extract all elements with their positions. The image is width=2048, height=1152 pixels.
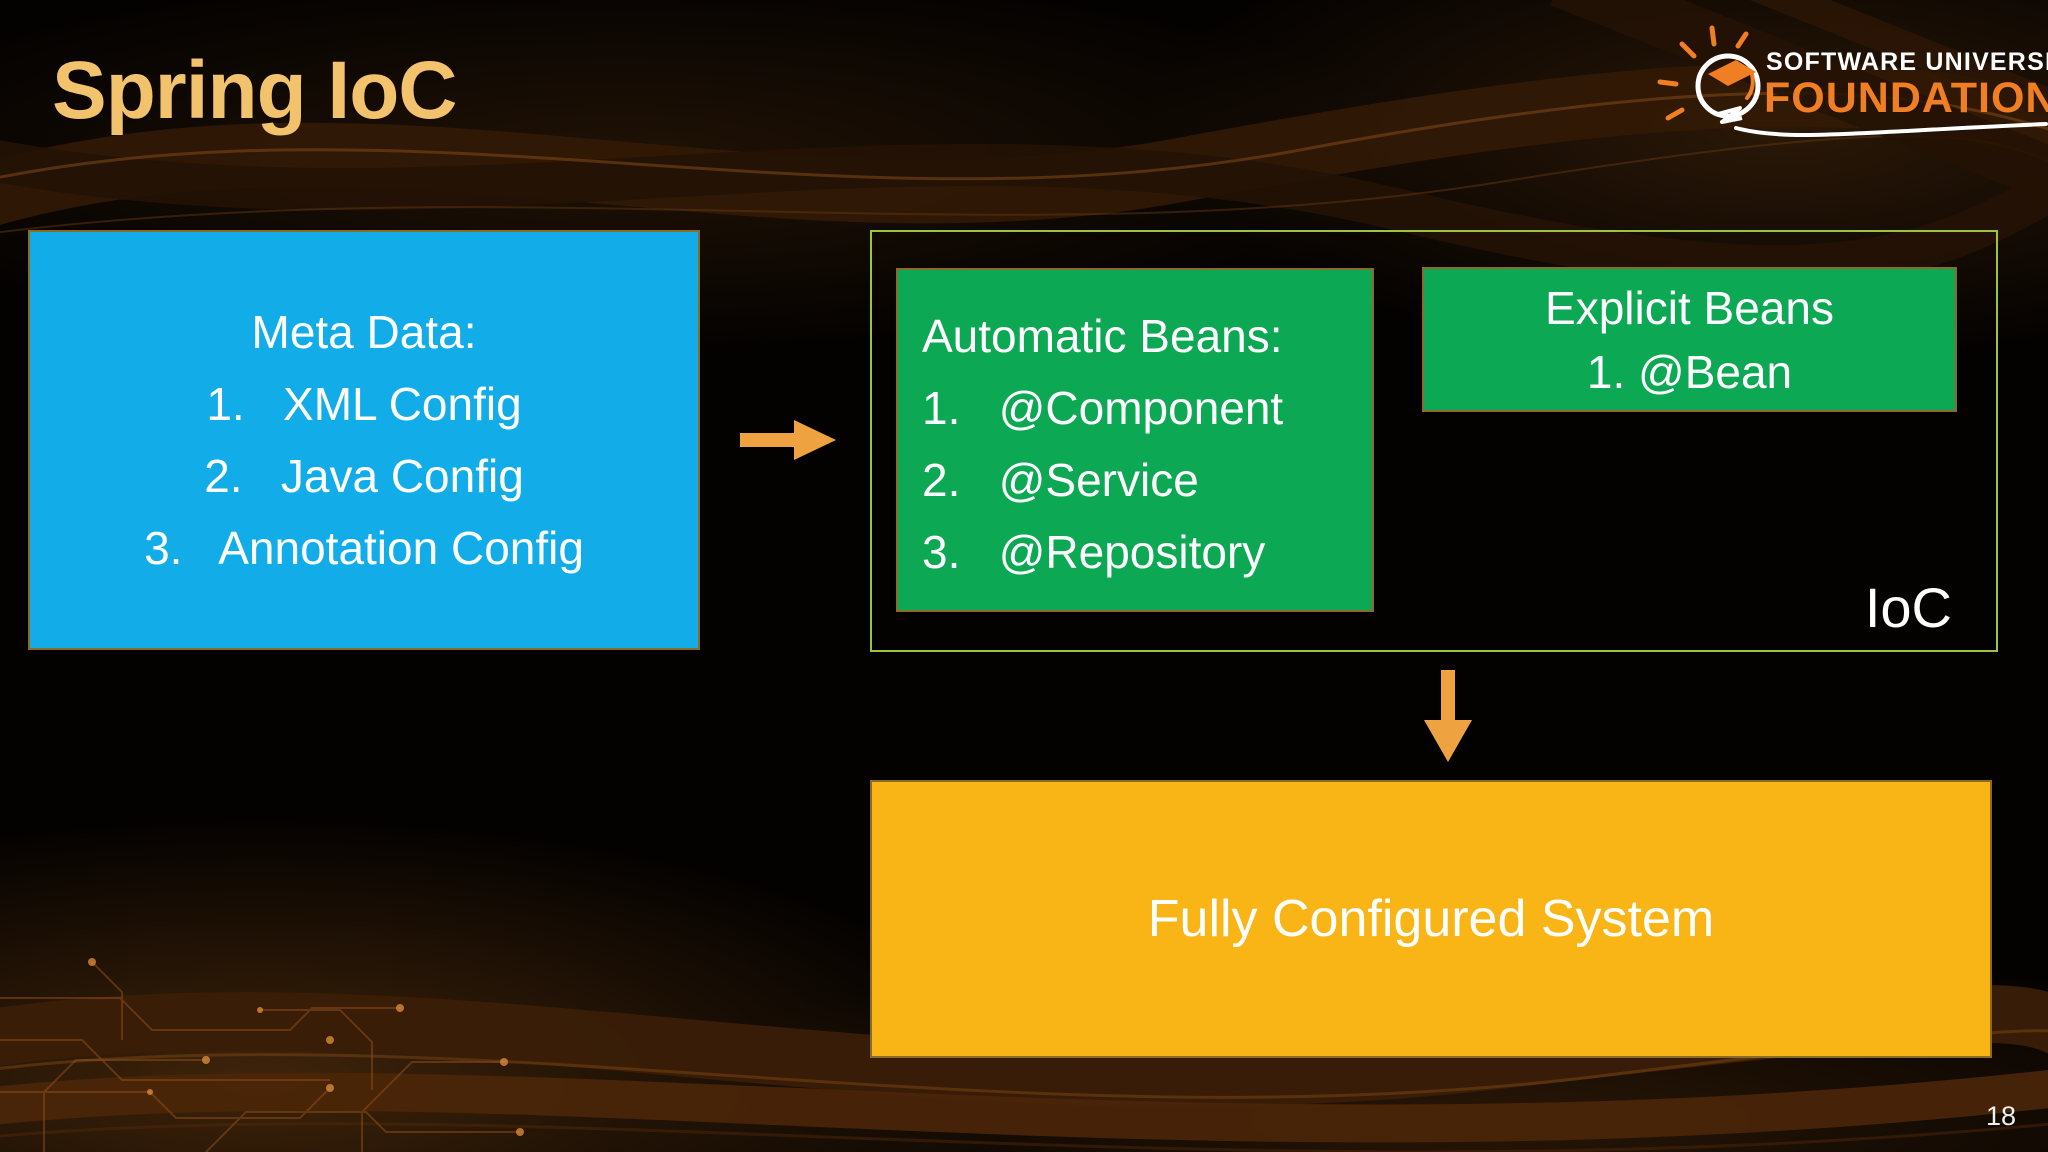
ioc-container: Automatic Beans: 1. @Component 2. @Servi… <box>870 230 1998 652</box>
ioc-label: IoC <box>1864 576 1952 639</box>
meta-data-item-annotation: 3. Annotation Config <box>144 522 584 574</box>
fully-configured-system-label: Fully Configured System <box>1147 890 1715 948</box>
softuni-foundation-logo: SOFTWARE UNIVERSITY FOUNDATION <box>1648 22 2048 152</box>
automatic-beans-item-service: 2. @Service <box>922 454 1199 506</box>
explicit-beans-title: Explicit Beans <box>1545 281 1834 334</box>
automatic-beans-item-repository: 3. @Repository <box>922 526 1266 578</box>
explicit-beans-item-bean: 1. @Bean <box>1586 345 1793 398</box>
logo-text-foundation: FOUNDATION <box>1764 74 2048 122</box>
lightbulb-graduation-cap-icon <box>1657 25 2048 137</box>
down-arrow-icon <box>1424 670 1472 762</box>
slide-title: Spring IoC <box>52 45 458 136</box>
meta-data-item-java: 2. Java Config <box>204 450 524 502</box>
automatic-beans-title: Automatic Beans: <box>922 310 1283 362</box>
explicit-beans-box: Explicit Beans 1. @Bean <box>1422 267 1957 412</box>
meta-data-title: Meta Data: <box>251 306 477 358</box>
page-number: 18 <box>1985 1101 2016 1131</box>
logo-text-software-university: SOFTWARE UNIVERSITY <box>1766 48 2048 76</box>
fully-configured-system-box: Fully Configured System <box>870 780 1992 1058</box>
automatic-beans-item-component: 1. @Component <box>922 382 1284 434</box>
meta-data-item-xml: 1. XML Config <box>206 378 522 430</box>
automatic-beans-box: Automatic Beans: 1. @Component 2. @Servi… <box>896 268 1374 612</box>
meta-data-box: Meta Data: 1. XML Config 2. Java Config … <box>28 230 700 650</box>
right-arrow-icon <box>740 420 836 460</box>
